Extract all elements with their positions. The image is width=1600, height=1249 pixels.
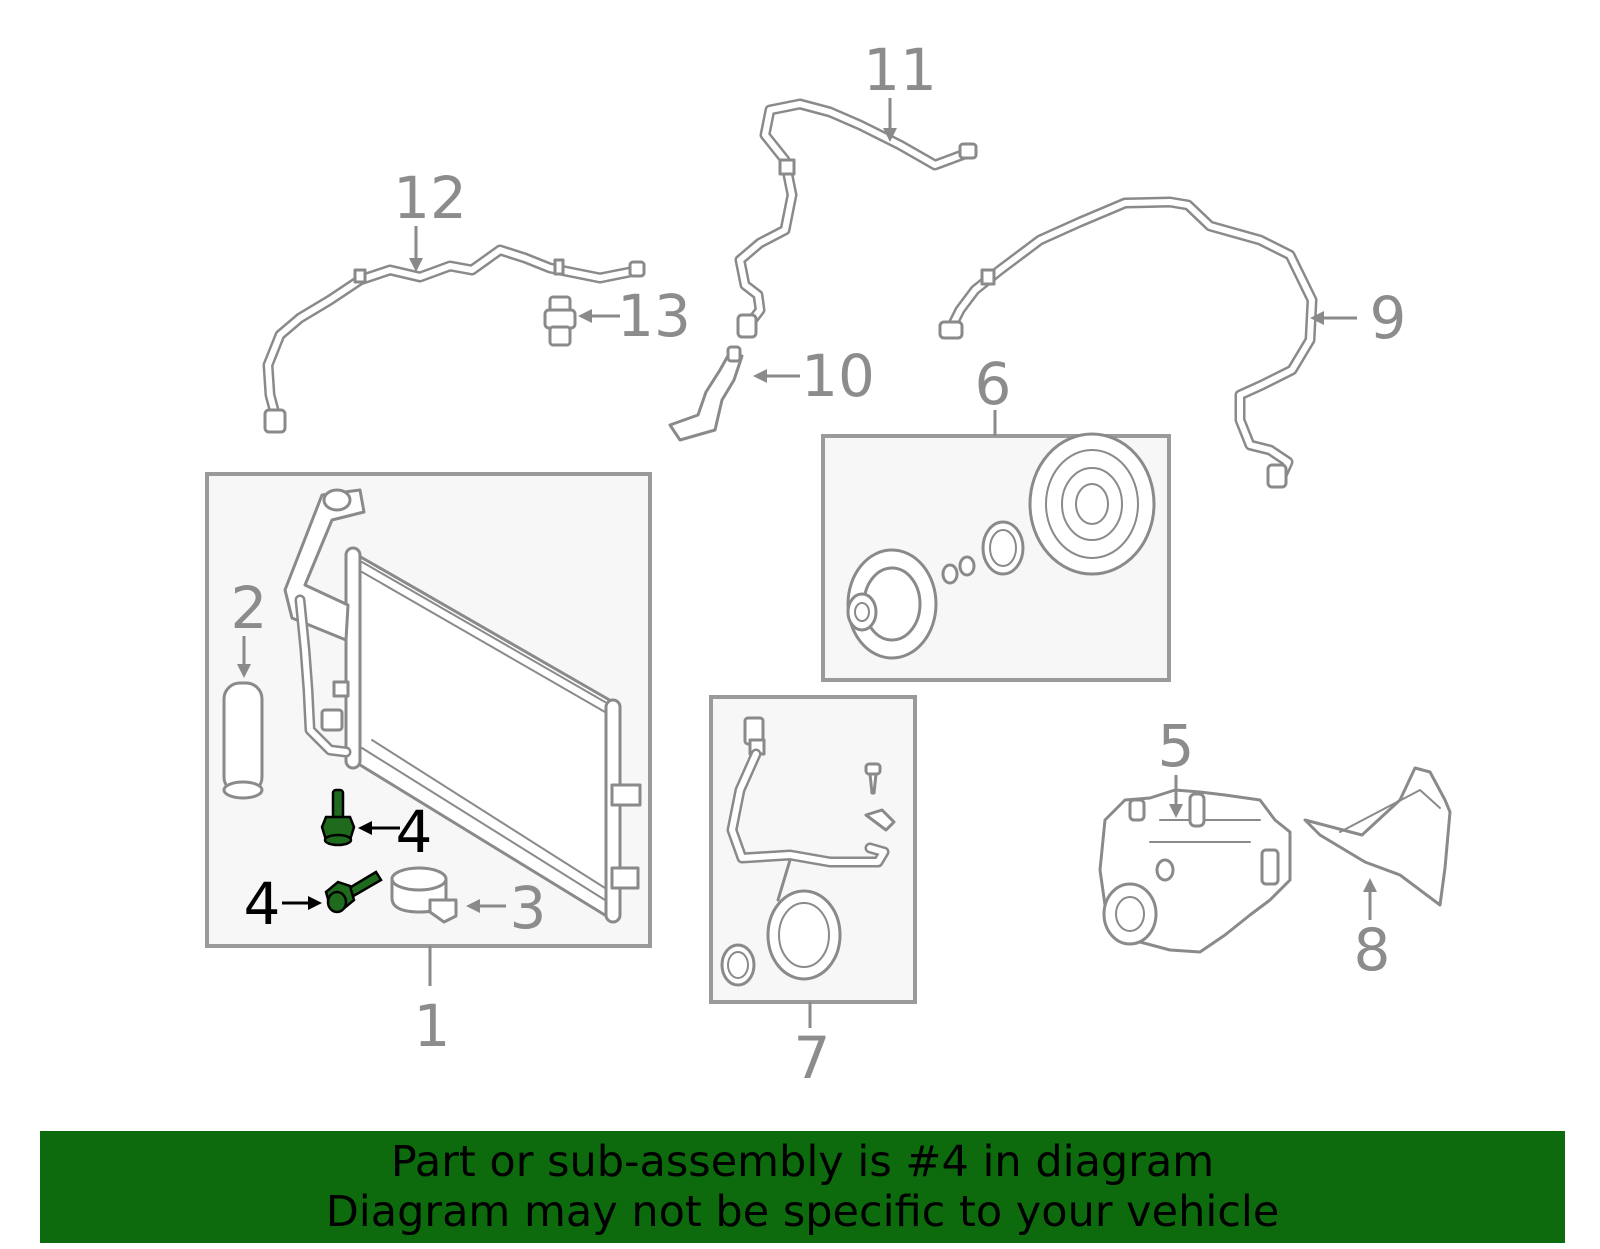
callout-4-lower: 4 [244,870,281,938]
part-10-bracket [668,345,744,442]
callout-7: 7 [794,1024,831,1092]
part-1-condenser [283,488,642,924]
part-12-ac-line [262,244,646,434]
callout-11: 11 [863,36,937,104]
part-4-bolt-lower[interactable] [324,870,383,914]
part-6-clutch-components [846,432,1156,660]
part-5-compressor [1098,788,1292,954]
callout-3: 3 [510,874,547,942]
callout-13: 13 [617,282,691,350]
banner-line-part-number: Part or sub-assembly is #4 in diagram [390,1137,1215,1187]
part-2-receiver-drier [222,681,264,800]
part-13-pressure-switch [543,295,577,347]
banner-line-disclaimer: Diagram may not be specific to your vehi… [325,1187,1280,1237]
callout-6: 6 [975,350,1012,418]
part-9-ac-line [938,196,1318,489]
callout-10: 10 [801,342,875,410]
part-11-ac-line [734,98,978,339]
callout-4-upper: 4 [396,798,433,866]
notice-banner: Part or sub-assembly is #4 in diagram Di… [40,1131,1565,1243]
callout-1: 1 [414,992,451,1060]
callout-5: 5 [1158,712,1195,780]
part-4-bolt-upper[interactable] [320,788,356,847]
callout-2: 2 [231,574,268,642]
callout-9: 9 [1370,284,1407,352]
part-8-shield [1303,766,1452,907]
leader-lines [237,98,1377,1028]
callout-12: 12 [393,164,467,232]
part-3-bracket-clamp [390,866,458,924]
part-7-clutch-coil [720,716,896,987]
callout-8: 8 [1354,916,1391,984]
